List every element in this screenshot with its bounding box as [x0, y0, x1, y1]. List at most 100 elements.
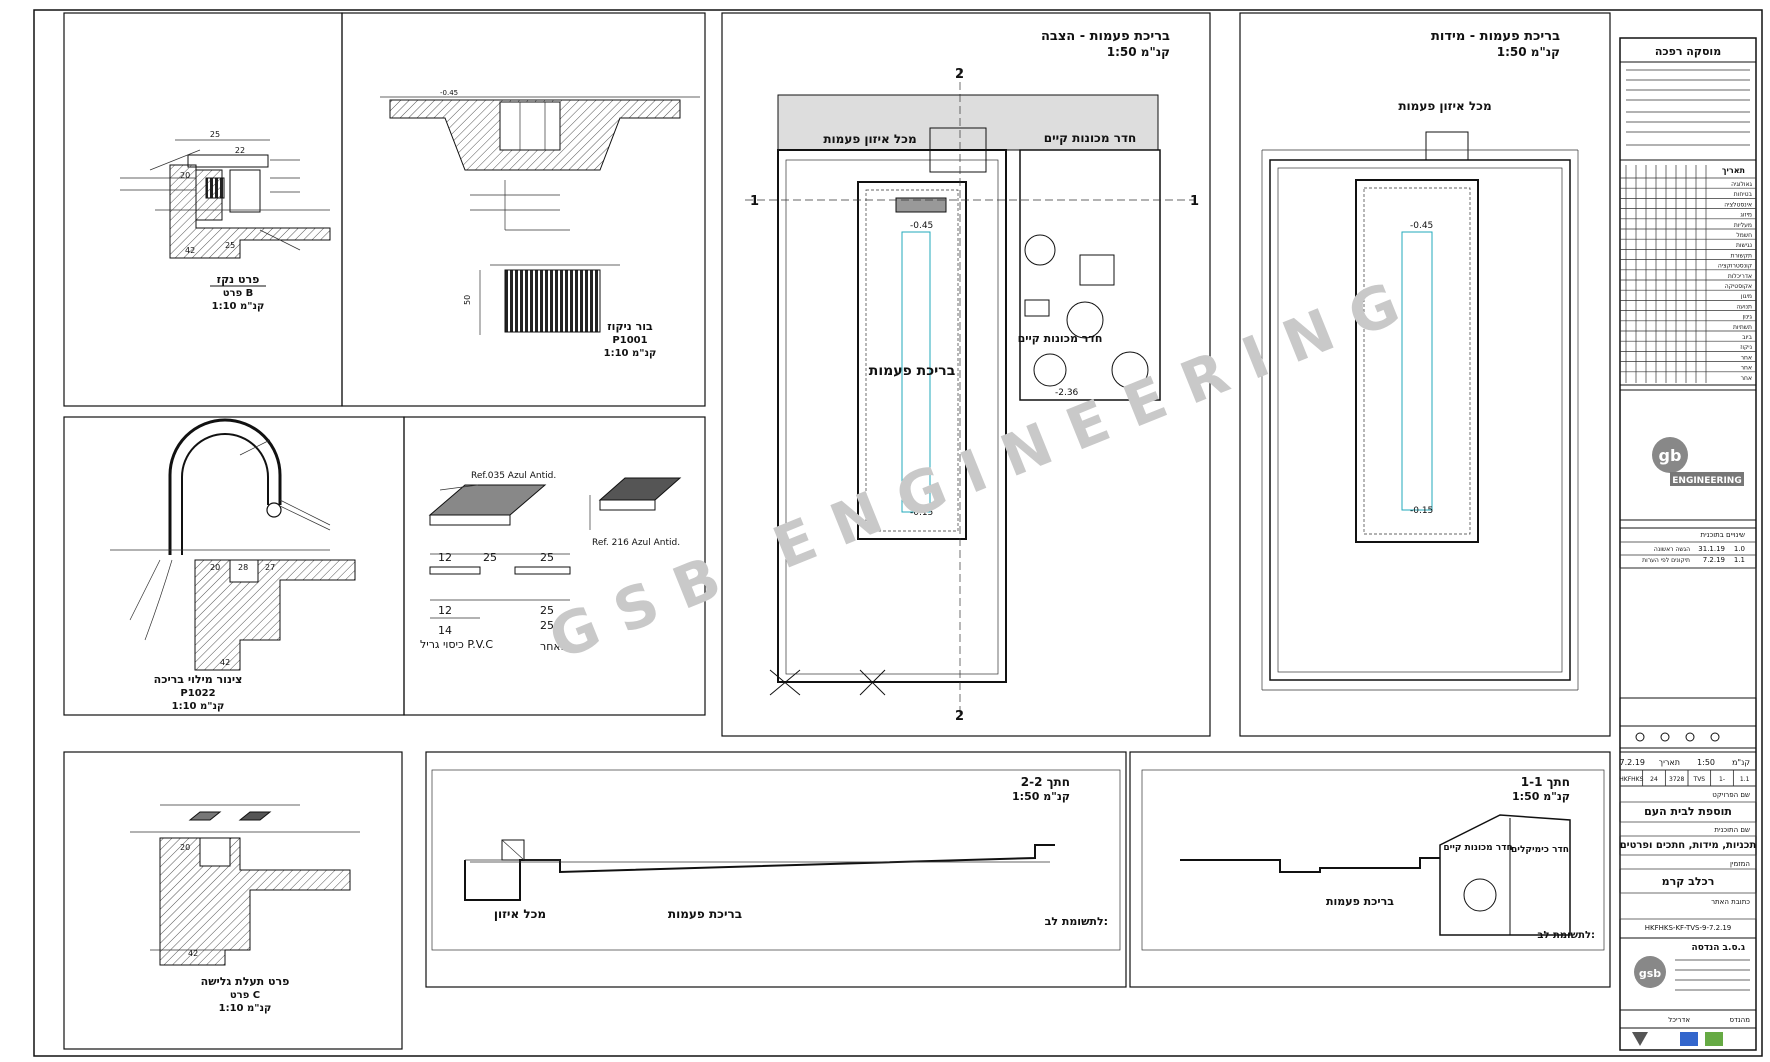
section-1-title: חתך 1-1: [1521, 775, 1570, 789]
tb-sheet-code: 3728: [1669, 776, 1684, 783]
detail-drain-sub: פרט B: [223, 288, 254, 299]
svg-text:קנ"מ: קנ"מ: [1732, 758, 1750, 767]
section-1-scale: קנ"מ 1:50: [1512, 790, 1570, 803]
detail-fill-pipe-code: P1022: [180, 688, 215, 699]
install-plan-title: בריכת פעמות - הצבה: [1041, 29, 1170, 44]
svg-text:כתובת האתר: כתובת האתר: [1711, 898, 1750, 906]
svg-text:25: 25: [483, 551, 497, 564]
sheet-frame: [33, 9, 1763, 1057]
tb-discipline-row: ניקוז: [1740, 344, 1752, 351]
section-2-tank-label: מכל איזון: [494, 907, 546, 921]
tb-discipline-row: מיגון: [1741, 293, 1752, 300]
svg-text:תיקונים לפי הערות: תיקונים לפי הערות: [1642, 557, 1690, 564]
svg-text:תאריך: תאריך: [1659, 758, 1680, 767]
section-2-note: לתשומת לב:: [1045, 915, 1108, 928]
svg-text:12: 12: [438, 604, 452, 617]
svg-text:-0.45: -0.45: [440, 89, 458, 97]
install-plan-scale: קנ"מ 1:50: [1107, 45, 1170, 59]
tb-discipline-row: תשתיות: [1733, 324, 1752, 331]
svg-text:25: 25: [540, 604, 554, 617]
tb-sheet-codes: HKFHKS 24 3728 TVS 1- 1.1: [1619, 769, 1757, 787]
tb-sheet-code: TVS: [1693, 776, 1706, 783]
plan-dimensions: בריכת פעמות - מידות קנ"מ 1:50 מכל איזון …: [1239, 12, 1611, 737]
install-machine-room-label: חדר מכונות קיים: [1044, 131, 1137, 145]
svg-text:28: 28: [238, 563, 248, 572]
detail-grate-profiles: Ref.035 Azul Antid. Ref. 216 Azul Antid.…: [403, 416, 706, 716]
ref-035-label: Ref.035 Azul Antid.: [471, 471, 556, 481]
svg-text:-0.15: -0.15: [1410, 506, 1433, 516]
svg-text:25: 25: [225, 241, 235, 250]
dims-plan-title: בריכת פעמות - מידות: [1431, 29, 1560, 44]
tb-discipline-row: תנועה: [1736, 303, 1752, 310]
tb-discipline-row: גאולוגיה: [1731, 181, 1752, 188]
svg-text:שינויים בתוכנית: שינויים בתוכנית: [1701, 531, 1746, 539]
tb-discipline-row: בטיחות: [1734, 191, 1753, 198]
tb-discipline-row: קונסטרוקציה: [1718, 263, 1752, 270]
svg-text:20: 20: [180, 843, 190, 852]
svg-text:20: 20: [180, 171, 190, 180]
detail-fill-pipe-scale: קנ"מ 1:10: [172, 701, 225, 712]
tb-discipline-row: אינסטלציה: [1724, 201, 1752, 208]
svg-text:12: 12: [438, 551, 452, 564]
tb-sheet-code: 1-: [1719, 776, 1725, 783]
svg-text:-0.15: -0.15: [910, 508, 933, 518]
section-1-machine-label: חדר מכונות קיים: [1443, 843, 1512, 853]
svg-text:2: 2: [955, 67, 964, 82]
svg-text:1: 1: [750, 194, 759, 209]
dims-plan-scale: קנ"מ 1:50: [1497, 45, 1560, 59]
svg-text:1:50: 1:50: [1697, 758, 1715, 767]
tb-discipline-row: אקוסטיקה: [1725, 283, 1752, 290]
svg-text:-2.36: -2.36: [1055, 388, 1079, 398]
svg-text:31.1.19: 31.1.19: [1698, 545, 1725, 553]
section-1-room-label: חדר כימיקלים: [1511, 845, 1569, 855]
detail-overflow-title: פרט תעלת גלישה: [201, 975, 290, 988]
svg-text:אדריכל: אדריכל: [1668, 1016, 1690, 1024]
svg-text:שם התוכנית: שם התוכנית: [1714, 826, 1750, 834]
section-2-2: חתך 2-2 קנ"מ 1:50 מכל איזון בריכת פעמות …: [425, 751, 1127, 988]
svg-text:42: 42: [185, 246, 195, 255]
tb-sheet-code: 1.1: [1740, 776, 1750, 783]
tb-company: ג.ס.ב הנדסה: [1692, 943, 1745, 953]
svg-text:20: 20: [210, 563, 220, 572]
section-1-1: חתך 1-1 קנ"מ 1:50 בריכת פעמות חדר מכונות…: [1129, 751, 1611, 988]
svg-text:42: 42: [188, 949, 198, 958]
tb-discipline-row: תקשורת: [1731, 252, 1752, 259]
tb-header: מוסקה רפכה: [1655, 45, 1721, 58]
tb-sheet-code: HKFHKS: [1619, 776, 1643, 783]
tb-discipline-row: נגישות: [1736, 242, 1752, 249]
svg-text:תאריך: תאריך: [1722, 166, 1745, 175]
install-machine-room-label-2: חדר מכונות קיים: [1018, 332, 1103, 345]
detail-overflow-sub: פרט C: [230, 990, 260, 1001]
tb-discipline-row: אחר: [1741, 365, 1752, 372]
detail-drain-title: פרט נקז: [217, 273, 260, 286]
tb-drawing-name: תכניות, מידות, חתכים ופרטים: [1620, 840, 1757, 851]
svg-text:27: 27: [265, 563, 275, 572]
tb-discipline-row: אחר: [1741, 375, 1752, 382]
tb-sheet-code: 24: [1650, 776, 1658, 783]
title-block: מוסקה רפכה תאריך גאולוגיה בטיחות אינסטלציה…: [1619, 37, 1757, 1051]
install-balance-tank-label: מכל איזון פעמות: [823, 132, 916, 146]
svg-text:המזמין: המזמין: [1730, 860, 1750, 868]
supplier-label: מאחר: [540, 640, 568, 653]
svg-text:50: 50: [463, 295, 472, 305]
plan-installation: בריכת פעמות - הצבה קנ"מ 1:50 -0.45 -0.15…: [721, 12, 1211, 737]
section-2-pool-label: בריכת פעמות: [668, 907, 742, 921]
svg-text:14: 14: [438, 624, 452, 637]
detail-drain-pit-code: P1001: [612, 335, 647, 346]
svg-text:25: 25: [540, 619, 554, 632]
svg-text:1.0: 1.0: [1734, 545, 1745, 553]
tb-logo-mark: gb: [1659, 446, 1682, 465]
tb-discipline-row: מיזוג: [1740, 212, 1752, 219]
detail-drain-pit: 50 -0.45 בור ניקוז P1001 קנ"מ 1:10: [341, 12, 706, 407]
ref-216-label: Ref. 216 Azul Antid.: [592, 538, 680, 548]
pvc-cover-label: כיסוי גריל P.V.C: [420, 638, 493, 651]
tb-discipline-row: גינון: [1743, 314, 1753, 321]
detail-drain-pit-title: בור ניקוז: [607, 320, 653, 333]
svg-text:שם הפרויקט: שם הפרויקט: [1712, 791, 1750, 799]
detail-drain-scale: קנ"מ 1:10: [212, 301, 265, 312]
tb-client-name: רכלב קרמ: [1662, 875, 1715, 888]
dims-balance-tank-label: מכל איזון פעמות: [1398, 99, 1491, 113]
svg-text:1: 1: [1190, 194, 1199, 209]
tb-discipline-row: אדריכלות: [1728, 273, 1752, 280]
